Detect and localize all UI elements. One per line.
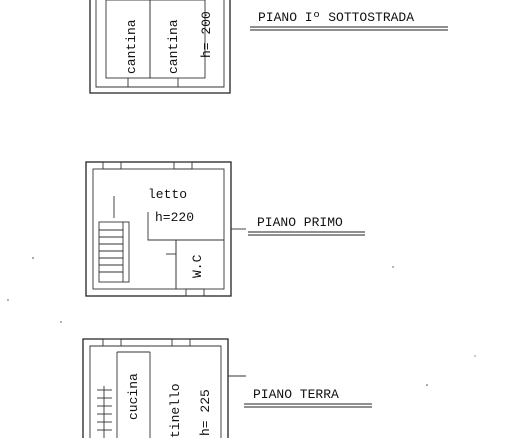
basement-height: h= 200: [199, 11, 214, 58]
ground-floor-label: PIANO TERRA: [253, 387, 339, 402]
ground-floor-plan: [82, 338, 229, 438]
basement-plan: [89, 0, 231, 94]
ground-floor-stair: [97, 386, 112, 438]
first-floor-height: h=220: [155, 210, 194, 225]
ground-floor-height: h= 225: [198, 389, 213, 436]
basement-floor-label: PIANO Iº SOTTOSTRADA: [258, 10, 414, 25]
ground-floor-room-cucina: cucina: [126, 373, 141, 420]
first-floor-room-wc: W.C: [190, 254, 205, 278]
basement-room-cantina-1: cantina: [124, 19, 139, 74]
scan-noise: [7, 257, 476, 386]
first-floor-label: PIANO PRIMO: [257, 215, 343, 230]
basement-room-cantina-2: cantina: [166, 19, 181, 74]
first-floor-room-letto: letto: [148, 187, 187, 202]
first-floor-plan: [85, 161, 232, 297]
ground-floor-room-tinello: tinello: [168, 383, 183, 438]
first-floor-stair: [98, 221, 130, 283]
